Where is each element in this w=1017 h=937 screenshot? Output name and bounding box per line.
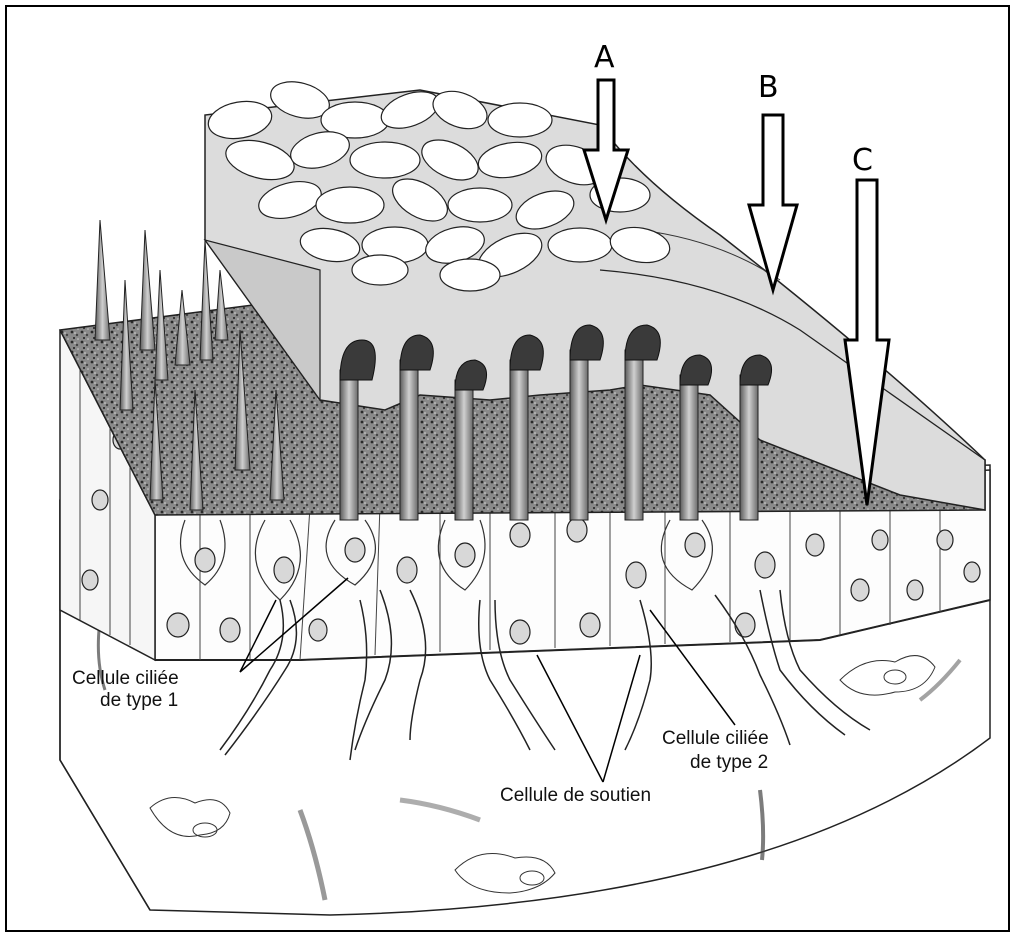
marker-b: B	[758, 70, 779, 105]
label-type2-line2: de type 2	[690, 752, 768, 774]
marker-c: C	[852, 143, 873, 178]
label-type1-line1: Cellule ciliée	[72, 668, 179, 690]
label-soutien: Cellule de soutien	[500, 785, 651, 807]
label-type1-line2: de type 1	[100, 690, 178, 712]
marker-a: A	[594, 40, 615, 75]
label-type2-line1: Cellule ciliée	[662, 728, 769, 750]
